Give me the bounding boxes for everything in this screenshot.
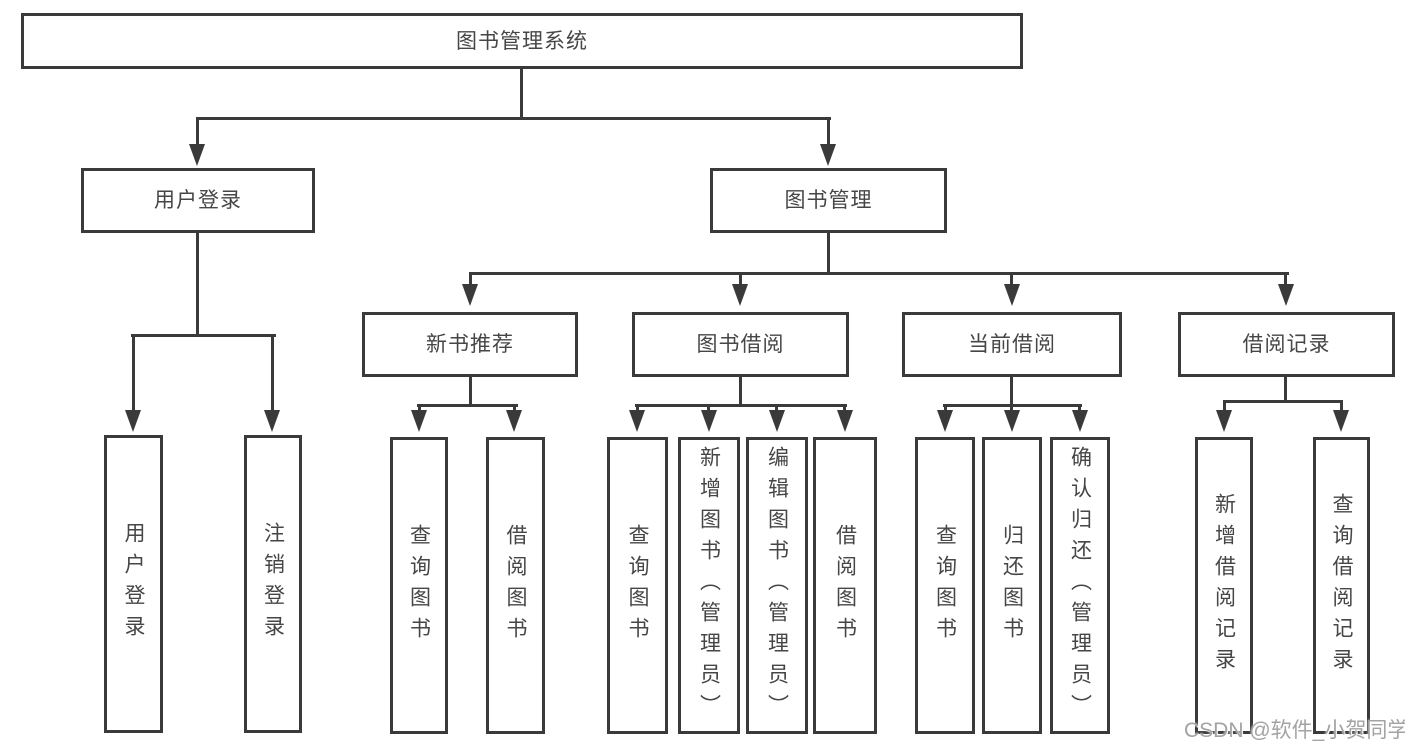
node-label: 注销登录 [261,522,285,646]
node-label: 借阅图书 [504,523,527,648]
leaf-query-books-current: 查询图书 [915,437,975,734]
leaf-borrow-books-recommend: 借阅图书 [486,437,545,734]
node-label: 新增借阅记录 [1212,492,1236,679]
connector-line [843,404,846,412]
node-label: 图书管理 [784,189,873,212]
node-label: 当前借阅 [968,333,1056,356]
connector-line [1284,375,1287,403]
arrow-down-icon [189,144,205,166]
connector-line [520,68,523,119]
node-borrowing-records: 借阅记录 [1178,312,1395,377]
node-label: 借阅图书 [833,523,857,648]
connector-line [1223,400,1343,403]
connector-line [513,404,516,412]
node-label: 用户登录 [154,189,242,212]
connector-line [131,334,276,337]
arrow-down-icon [1278,284,1294,306]
arrow-down-icon [937,410,953,432]
leaf-logout: 注销登录 [244,435,302,733]
arrow-down-icon [264,410,280,432]
arrow-down-icon [769,410,785,432]
arrow-down-icon [125,410,141,432]
node-label: 图书借阅 [696,333,785,356]
connector-line [196,117,831,120]
connector-line [469,272,472,287]
arrow-down-icon [462,284,478,306]
arrow-down-icon [1004,410,1020,432]
arrow-down-icon [701,410,717,432]
node-label: 确认归还（管理员） [1068,446,1092,725]
connector-line [739,375,742,406]
connector-line [635,404,847,407]
leaf-add-borrow-record: 新增借阅记录 [1195,437,1253,734]
connector-line [196,232,199,336]
connector-line [196,117,199,147]
leaf-borrow-books-borrow: 借阅图书 [813,437,877,734]
arrow-down-icon [732,284,748,306]
node-new-book-recommendation: 新书推荐 [362,312,578,377]
connector-line [827,117,830,147]
arrow-down-icon [1004,284,1020,306]
connector-line [1078,404,1081,412]
leaf-query-books-recommend: 查询图书 [390,437,448,734]
node-label: 借阅记录 [1242,333,1331,356]
csdn-watermark: CSDN @软件_小贺同学 [1184,719,1405,742]
node-user-login: 用户登录 [81,168,315,233]
leaf-add-book-admin: 新增图书（管理员） [678,437,740,734]
connector-line [1223,400,1226,412]
arrow-down-icon [1216,410,1232,432]
node-label: 用户登录 [122,522,145,646]
connector-line [418,404,421,412]
leaf-confirm-return-admin: 确认归还（管理员） [1050,437,1110,734]
leaf-user-login: 用户登录 [104,435,163,733]
node-label: 归还图书 [1000,523,1024,648]
arrow-down-icon [1333,410,1349,432]
arrow-down-icon [1072,410,1088,432]
leaf-edit-book-admin: 编辑图书（管理员） [746,437,808,734]
arrow-down-icon [506,410,522,432]
connector-line [1284,272,1287,287]
leaf-return-book: 归还图书 [982,437,1042,734]
connector-line [1340,400,1343,412]
connector-line [739,272,742,287]
leaf-query-borrow-record: 查询借阅记录 [1313,437,1370,734]
connector-line [469,375,472,406]
arrow-down-icon [629,410,645,432]
node-label: 图书管理系统 [456,29,588,53]
node-label: 新书推荐 [426,333,514,356]
connector-line [636,404,639,412]
node-library-system: 图书管理系统 [21,13,1023,69]
connector-line [1010,375,1013,406]
arrow-down-icon [837,410,853,432]
arrow-down-icon [820,144,836,166]
node-label: 查询图书 [626,523,649,648]
connector-line [271,334,274,412]
connector-line [469,272,1289,275]
node-label: 查询图书 [933,523,957,648]
connector-line [417,404,518,407]
connector-line [1010,404,1013,412]
connector-line [775,404,778,412]
arrow-down-icon [411,410,427,432]
node-label: 编辑图书（管理员） [765,446,789,725]
connector-line [1010,272,1013,287]
connector-line [944,404,947,412]
connector-line [132,334,135,412]
node-label: 查询借阅记录 [1330,492,1353,679]
node-current-borrowing: 当前借阅 [902,312,1122,377]
connector-line [707,404,710,412]
leaf-query-books-borrow: 查询图书 [607,437,668,734]
node-book-borrowing: 图书借阅 [632,312,849,377]
connector-line [827,233,830,275]
node-book-management: 图书管理 [710,168,947,233]
node-label: 新增图书（管理员） [697,446,721,725]
node-label: 查询图书 [407,523,431,648]
